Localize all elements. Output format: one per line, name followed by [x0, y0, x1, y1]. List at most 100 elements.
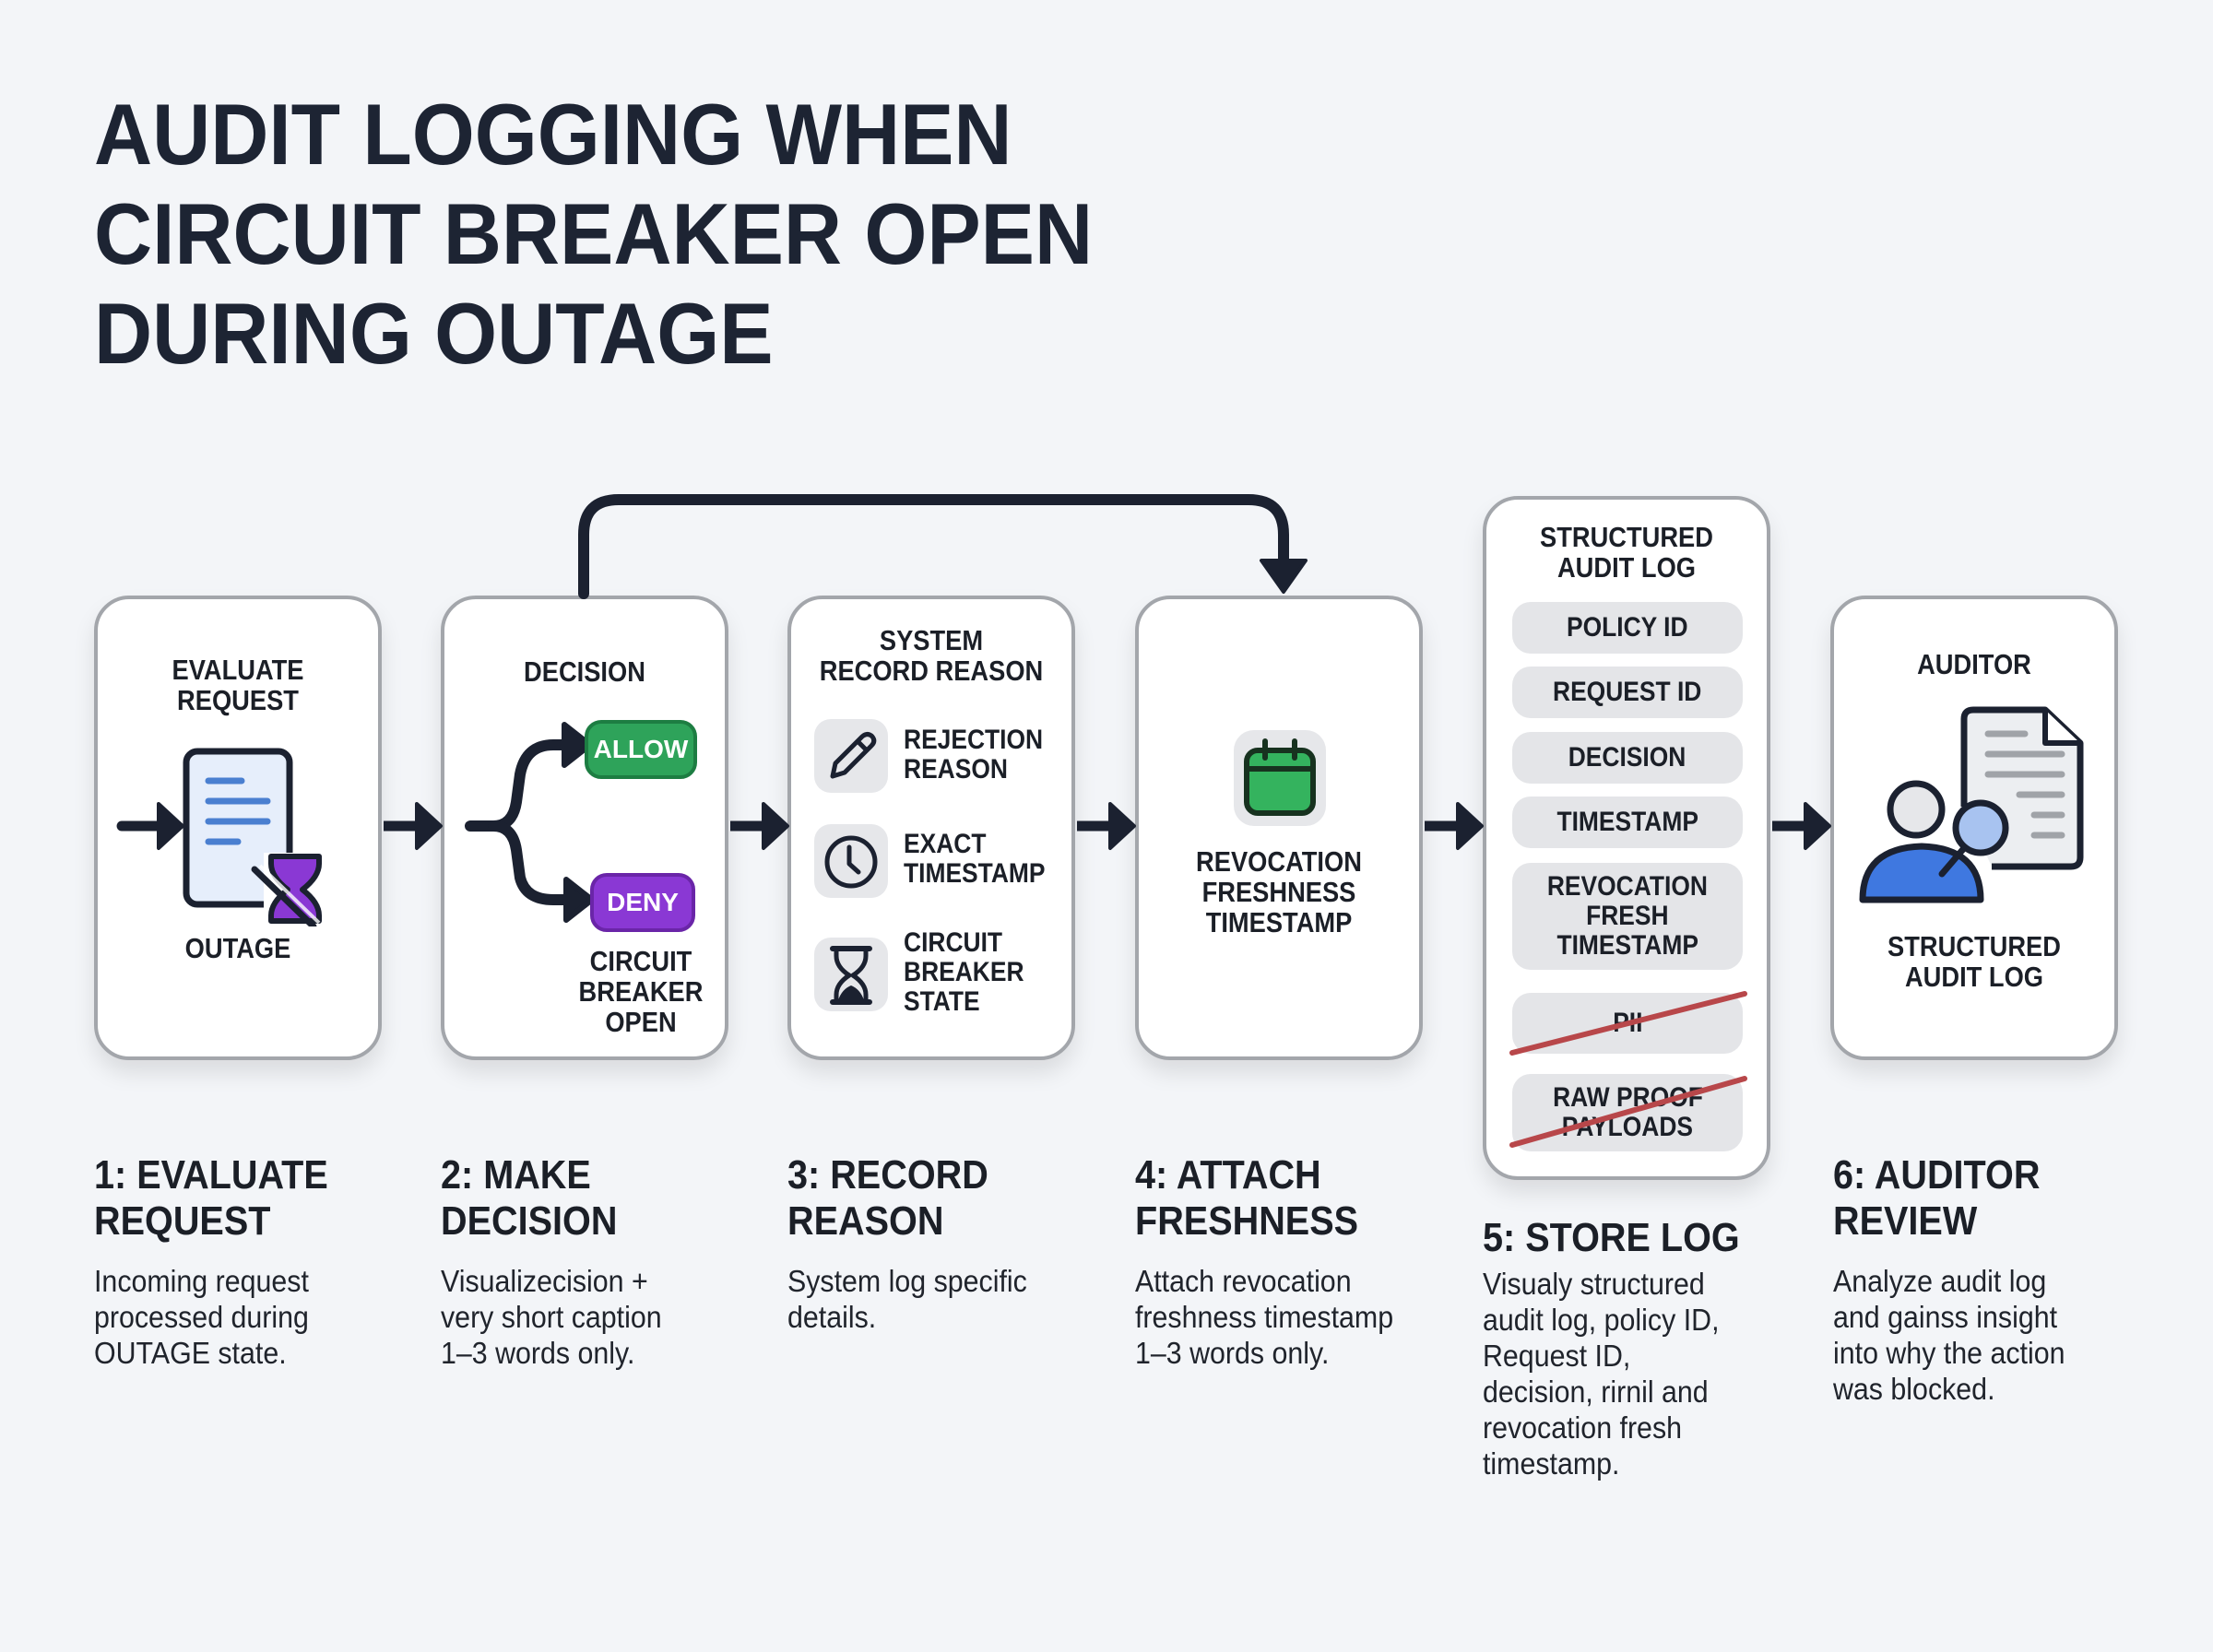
record-title: SYSTEM RECORD REASON	[811, 625, 1051, 686]
freshness-line-3: TIMESTAMP	[1205, 906, 1353, 938]
step-5-body-line: Visualy structured	[1483, 1267, 1705, 1301]
step-1-body-line: Incoming request	[94, 1264, 309, 1298]
step-6-heading-line-2: REVIEW	[1833, 1198, 1978, 1244]
exact-timestamp-label: EXACT TIMESTAMP	[904, 830, 1046, 889]
evaluate-title: EVALUATE REQUEST	[124, 655, 351, 715]
step-1-body-line: OUTAGE state.	[94, 1336, 287, 1370]
step-6-heading: 6: AUDITOR REVIEW	[1833, 1152, 2040, 1245]
step-3-body: System log specific details.	[787, 1263, 1110, 1335]
branch-arrows-icon	[465, 722, 595, 923]
log-field-timestamp: TIMESTAMP	[1512, 796, 1743, 848]
step-6-heading-line-1: 6: AUDITOR	[1833, 1152, 2041, 1198]
auditor-title: AUDITOR	[1917, 648, 2031, 680]
deny-caption-line-1: CIRCUIT	[589, 945, 692, 977]
hourglass-tile	[814, 938, 888, 1011]
pii-strike-icon	[1509, 991, 1747, 1056]
log-field-decision: DECISION	[1512, 732, 1743, 784]
timestamp-text: TIMESTAMP	[1556, 807, 1698, 837]
revocation-fresh-line-3: TIMESTAMP	[1556, 930, 1698, 961]
arrow-into-evaluate	[116, 802, 184, 850]
step-6-body: Analyze audit log and gainss insight int…	[1833, 1263, 2156, 1407]
step-4-body-line: 1–3 words only.	[1135, 1336, 1330, 1370]
log-title-line-1: STRUCTURED	[1540, 521, 1713, 553]
step-6-body-line: Analyze audit log	[1833, 1264, 2047, 1298]
step-3-body-line: details.	[787, 1300, 877, 1334]
step-5-body-line: revocation fresh	[1483, 1410, 1683, 1445]
deny-caption-line-3: OPEN	[605, 1006, 677, 1038]
auditor-caption-line-1: STRUCTURED	[1888, 930, 2061, 962]
arrow-freshness-to-log	[1425, 802, 1484, 850]
step-1-heading-line-1: 1: EVALUATE	[94, 1152, 328, 1198]
step-2-body: Visualizecision + very short caption 1–3…	[441, 1263, 763, 1371]
freshness-label: REVOCATION FRESHNESS TIMESTAMP	[1166, 846, 1392, 938]
step-2-heading: 2: MAKE DECISION	[441, 1152, 617, 1245]
decision-title: DECISION	[524, 655, 645, 688]
request-id-text: REQUEST ID	[1553, 677, 1702, 707]
evaluate-title-line-2: REQUEST	[177, 684, 299, 716]
step-5-heading-line-1: 5: STORE LOG	[1483, 1215, 1740, 1260]
title-line-2: CIRCUIT BREAKER OPEN	[94, 185, 1094, 282]
step-3-heading-line-2: REASON	[787, 1198, 944, 1244]
deny-badge: DENY	[590, 873, 695, 932]
step-4-heading-line-1: 4: ATTACH	[1135, 1152, 1321, 1198]
calendar-tile	[1234, 730, 1326, 826]
step-5-body-line: audit log, policy ID,	[1483, 1303, 1720, 1337]
step-3-heading: 3: RECORD REASON	[787, 1152, 988, 1245]
revocation-fresh-line-2: FRESH	[1586, 901, 1669, 931]
freshness-line-1: REVOCATION	[1196, 845, 1362, 878]
log-field-request-id: REQUEST ID	[1512, 667, 1743, 718]
step-1-body: Incoming request processed during OUTAGE…	[94, 1263, 417, 1371]
exact-timestamp-line-2: TIMESTAMP	[904, 858, 1046, 889]
step-4-heading: 4: ATTACH FRESHNESS	[1135, 1152, 1358, 1245]
step-1-heading: 1: EVALUATE REQUEST	[94, 1152, 328, 1245]
freshness-line-2: FRESHNESS	[1201, 876, 1356, 908]
step-3-heading-line-1: 3: RECORD	[787, 1152, 988, 1198]
step-2-body-line: 1–3 words only.	[441, 1336, 635, 1370]
hourglass-icon	[830, 946, 872, 1005]
step-1-heading-line-2: REQUEST	[94, 1198, 271, 1244]
revocation-fresh-line-1: REVOCATION	[1546, 871, 1709, 902]
deny-caption-line-2: BREAKER	[578, 975, 704, 1008]
step-2-heading-line-2: DECISION	[441, 1198, 618, 1244]
step-2-body-line: very short caption	[441, 1300, 662, 1334]
arrow-decision-skip-to-freshness	[578, 494, 1308, 599]
rejection-line-1: REJECTION	[904, 725, 1044, 755]
step-4-body: Attach revocation freshness timestamp 1–…	[1135, 1263, 1458, 1371]
step-5-body-line: Request ID,	[1483, 1339, 1631, 1373]
step-6-body-line: was blocked.	[1833, 1372, 1995, 1406]
log-field-revocation-fresh-timestamp: REVOCATION FRESH TIMESTAMP	[1512, 863, 1743, 970]
cb-state-line-1: CIRCUIT	[904, 927, 1003, 958]
step-2-heading-line-1: 2: MAKE	[441, 1152, 591, 1198]
record-title-line-2: RECORD REASON	[819, 655, 1044, 687]
page-title: AUDIT LOGGING WHEN CIRCUIT BREAKER OPEN …	[94, 85, 1093, 384]
deny-caption: CIRCUIT BREAKER OPEN	[563, 946, 717, 1037]
log-field-raw-proof-payloads-excluded: RAW PROOF PAYLOADS	[1512, 1074, 1743, 1151]
cb-state-line-2: BREAKER	[904, 957, 1024, 987]
step-4-body-line: freshness timestamp	[1135, 1300, 1394, 1334]
document-hourglass-icon	[183, 748, 328, 926]
step-1-body-line: processed during	[94, 1300, 309, 1334]
log-title-line-2: AUDIT LOG	[1556, 551, 1697, 584]
exact-timestamp-line-1: EXACT	[904, 829, 987, 859]
cb-state-line-3: STATE	[904, 986, 980, 1017]
step-3-body-line: System log specific	[787, 1264, 1027, 1298]
card-revocation-freshness	[1135, 596, 1423, 1060]
record-title-line-1: SYSTEM	[879, 624, 984, 656]
evaluate-caption: OUTAGE	[184, 932, 291, 964]
log-title: STRUCTURED AUDIT LOG	[1513, 522, 1740, 583]
step-2-body-line: Visualizecision +	[441, 1264, 648, 1298]
arrow-record-to-freshness	[1077, 802, 1136, 850]
auditor-magnifier-document-icon	[1859, 706, 2084, 903]
pencil-tile	[814, 719, 888, 793]
clock-tile	[814, 824, 888, 898]
auditor-caption: STRUCTURED AUDIT LOG	[1861, 931, 2088, 992]
arrow-evaluate-to-decision	[384, 802, 443, 850]
step-4-body-line: Attach revocation	[1135, 1264, 1352, 1298]
step-5-body: Visualy structured audit log, policy ID,…	[1483, 1266, 1805, 1481]
circuit-breaker-state-label: CIRCUIT BREAKER STATE	[904, 928, 1024, 1017]
allow-badge: ALLOW	[585, 720, 697, 779]
step-5-body-line: timestamp.	[1483, 1446, 1620, 1481]
title-line-1: AUDIT LOGGING WHEN	[94, 86, 1012, 183]
rejection-line-2: REASON	[904, 754, 1008, 785]
